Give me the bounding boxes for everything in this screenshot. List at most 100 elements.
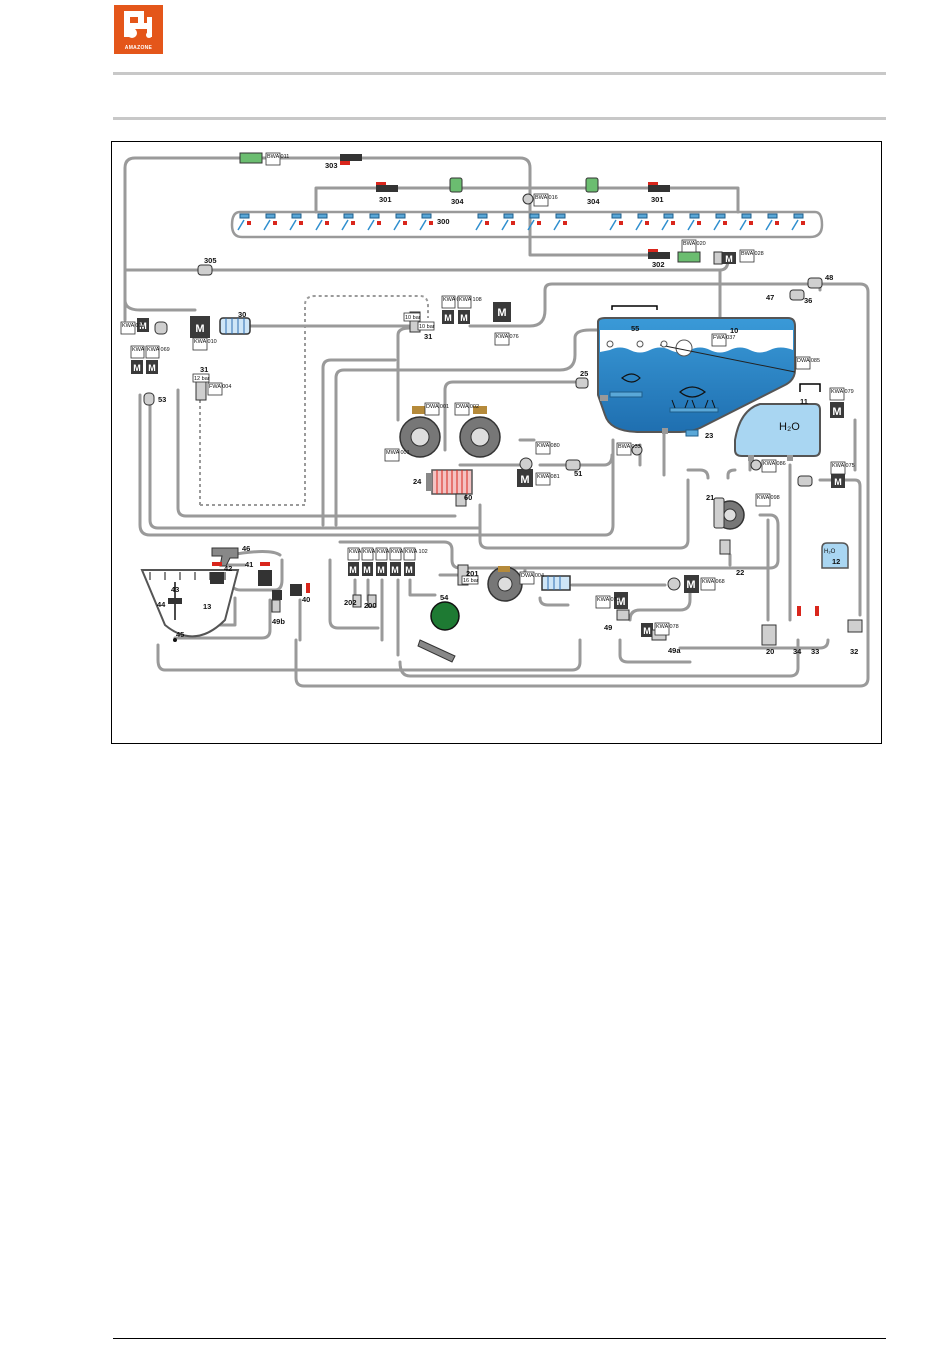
label-301b: 301: [651, 195, 664, 204]
tag-kwa086: KWA 086: [763, 461, 786, 467]
motor-label: M: [405, 565, 413, 575]
tag-dwa001: DWA 001: [426, 404, 449, 410]
pressure-p4: 16 bar: [463, 578, 479, 584]
valve-bodies: [210, 154, 670, 600]
tag-kwa081: KWA 081: [537, 474, 560, 480]
label-21: 21: [706, 493, 714, 502]
tag-kwa073: KWA 073: [132, 347, 155, 353]
motor-label: M: [520, 474, 529, 486]
label-13: 13: [203, 602, 211, 611]
label-23: 23: [705, 431, 713, 440]
suction-filters: [219, 317, 571, 591]
label-22: 22: [736, 568, 744, 577]
tag-kwa079: KWA 079: [831, 389, 854, 395]
diagram-frame: [111, 141, 882, 744]
hose-reel-54: [417, 601, 460, 663]
main-tank: [597, 305, 796, 437]
tag-kwa108: KWA 108: [459, 297, 482, 303]
header-rule-2: [113, 117, 886, 120]
label-25: 25: [580, 369, 588, 378]
induction-hopper: [140, 569, 240, 642]
pressure-filter-24: [426, 469, 473, 495]
motor-label: M: [497, 307, 506, 319]
pressure-p3: 12 bar: [194, 376, 210, 382]
label-47: 47: [766, 293, 774, 302]
motor-label: M: [725, 254, 733, 264]
tag-kwa102: KWA 102: [405, 549, 428, 555]
footer-rule: [113, 1338, 886, 1339]
label-34: 34: [793, 647, 802, 656]
motor-label: M: [444, 313, 452, 323]
label-49b: 49b: [272, 617, 285, 626]
tag-dwa085: DWA 085: [797, 358, 820, 364]
tag-kwa080: KWA 080: [537, 443, 560, 449]
tag-kwa101: KWA 101: [363, 549, 386, 555]
pipework: [123, 156, 870, 688]
motor-label: M: [460, 313, 468, 323]
motor-label: M: [686, 579, 695, 591]
label-12: 12: [832, 557, 840, 566]
label-49: 49: [604, 623, 612, 632]
label-30: 30: [238, 310, 246, 319]
tractor-logo-icon: [124, 11, 152, 38]
tag-kwa076: KWA 076: [496, 334, 519, 340]
label-10: 10: [730, 326, 738, 335]
label-44: 44: [157, 600, 166, 609]
label-200: 200: [364, 601, 377, 610]
tag-kwa077: KWA 077: [443, 297, 466, 303]
label-40: 40: [302, 595, 310, 604]
red-valves: [212, 161, 819, 616]
tag-kwa071: KWA 071: [597, 597, 620, 603]
label-302: 302: [652, 260, 665, 269]
label-51: 51: [574, 469, 582, 478]
label-53: 53: [158, 395, 166, 404]
motor-label: M: [363, 565, 371, 575]
label-45: 45: [176, 630, 184, 639]
motor-label: M: [377, 565, 385, 575]
pressure-p1: 10 bar: [405, 315, 421, 321]
pressure-p2: 10 bar: [419, 324, 435, 330]
tag-bwa011: BWA 011: [267, 154, 289, 160]
label-48: 48: [825, 273, 833, 282]
tag-bwa028: BWA 028: [741, 251, 764, 257]
boom-nozzles: [237, 213, 805, 231]
tag-labels: BWA 011 BWA 016 BWA 020 BWA 028 KWA 011 …: [120, 152, 855, 636]
tag-kwa074: KWA 074: [391, 549, 414, 555]
header-rule: [113, 72, 886, 75]
dotted-return-line: [199, 295, 429, 506]
label-55: 55: [631, 324, 639, 333]
h2o-canister-label: H₂O: [824, 549, 836, 555]
label-305: 305: [204, 256, 217, 265]
label-42: 42: [224, 564, 232, 573]
motor-label: M: [349, 565, 357, 575]
green-valves: [239, 152, 701, 263]
label-20: 20: [766, 647, 774, 656]
label-31a: 31: [424, 332, 432, 341]
label-43: 43: [171, 585, 179, 594]
motor-label: M: [391, 565, 399, 575]
motor-label: M: [148, 363, 156, 373]
motor-actuators: M M M M M M M M M M M M M M M M M M M: [131, 252, 845, 637]
tag-kwa010: KWA 010: [194, 339, 217, 345]
tag-kwa103: KWA 103: [377, 549, 400, 555]
tag-fwa004: FWA 004: [209, 384, 231, 390]
label-24: 24: [413, 477, 422, 486]
label-304a: 304: [451, 197, 464, 206]
motor-label: M: [139, 321, 147, 331]
tag-kwa078: KWA 078: [656, 624, 679, 630]
tag-dwa002: DWA 002: [456, 404, 479, 410]
motor-label: M: [643, 626, 651, 636]
tag-bwa016: BWA 016: [535, 195, 558, 201]
fresh-water-tank: [734, 383, 821, 461]
tag-kwa098: KWA 098: [757, 495, 780, 501]
tag-kwa100: KWA 100: [349, 549, 372, 555]
amazone-logo: AMAZONE: [114, 5, 163, 54]
label-300: 300: [437, 217, 450, 226]
label-46: 46: [242, 544, 250, 553]
spray-gun-46: [211, 547, 239, 567]
motor-label: M: [195, 323, 204, 335]
tag-kwa069: KWA 069: [147, 347, 170, 353]
motor-label: M: [832, 406, 841, 418]
label-36: 36: [804, 296, 812, 305]
